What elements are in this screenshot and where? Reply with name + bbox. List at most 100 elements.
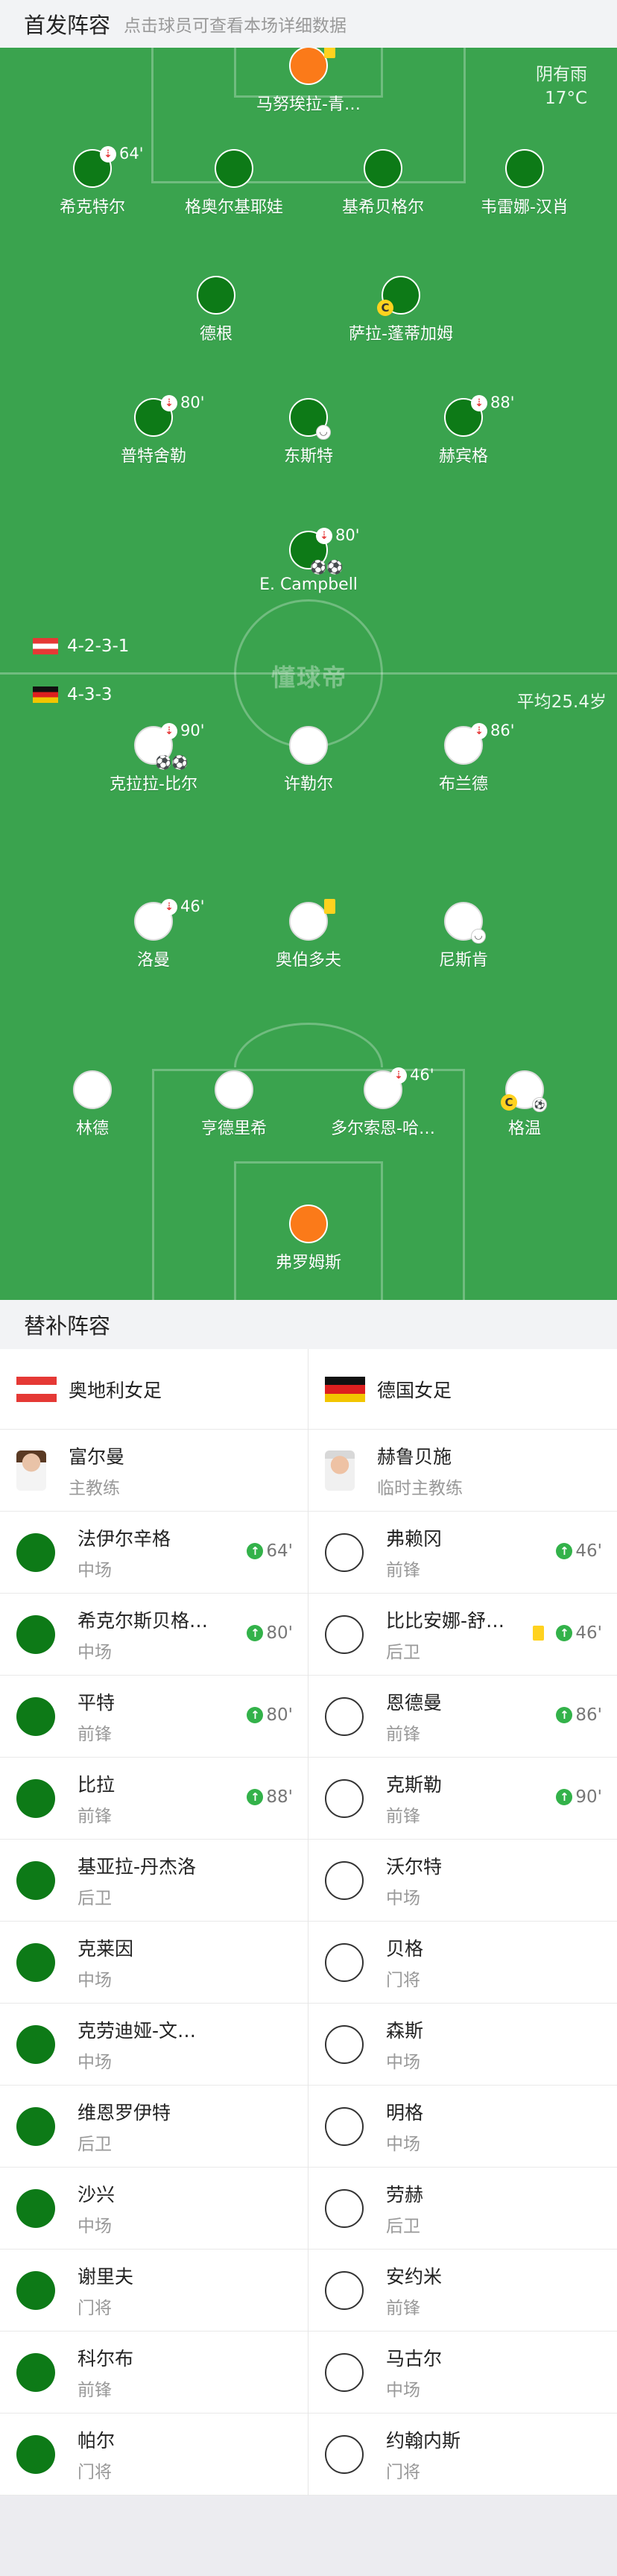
player-shirt-icon: ⇣88': [444, 394, 515, 437]
bench-player-name: 森斯: [386, 2019, 424, 2042]
bench-table: 奥地利女足 富尔曼主教练 法伊尔辛格中场↑64'希克尔斯贝格…中场↑80'平特前…: [0, 1349, 617, 2496]
bench-player-row[interactable]: 法伊尔辛格中场↑64': [0, 1512, 308, 1594]
player-home-lam[interactable]: ⇣80'普特舍勒: [120, 394, 205, 466]
bench-player-position: 前锋: [386, 2298, 420, 2318]
bench-player-position: 中场: [77, 2052, 112, 2072]
bench-player-name: 约翰内斯: [386, 2429, 461, 2452]
bench-player-info: 科尔布前锋: [77, 2344, 133, 2401]
bench-player-name: 克劳迪娅-文…: [77, 2019, 197, 2042]
player-shirt-icon: [16, 2024, 55, 2064]
bench-player-info: 弗赖冈前锋: [386, 1524, 442, 1581]
bench-player-position: 门将: [77, 2462, 112, 2482]
bench-player-row[interactable]: 马古尔中场: [308, 2332, 617, 2414]
player-shirt-icon: [325, 1778, 364, 1818]
player-shirt-icon: [325, 1614, 364, 1654]
bench-player-row[interactable]: 沃尔特中场: [308, 1840, 617, 1922]
bench-player-row[interactable]: 森斯中场: [308, 2004, 617, 2086]
bench-player-name: 克斯勒: [386, 1773, 443, 1796]
bench-player-row[interactable]: 希克尔斯贝格…中场 ↑80': [0, 1594, 308, 1676]
player-away-gk[interactable]: 弗罗姆斯: [234, 1205, 383, 1273]
sub-in-indicator: ↑80': [247, 1623, 293, 1643]
bench-player-position: 门将: [386, 1970, 420, 1990]
bench-player-row[interactable]: 比比安娜-舒…后卫↑46': [308, 1594, 617, 1676]
bench-player-info: 安约米前锋: [386, 2262, 442, 2319]
bench-player-info: 希克尔斯贝格…中场: [77, 1606, 208, 1663]
bench-player-position: 后卫: [77, 2134, 112, 2154]
bench-player-name: 马古尔: [386, 2347, 443, 2370]
player-away-st[interactable]: 许勒尔: [234, 726, 383, 795]
player-home-rb[interactable]: 韦雷娜-汉肖: [450, 149, 599, 218]
sub-in-arrow-icon: ↑: [556, 1543, 573, 1559]
bench-player-name: 贝格: [386, 1937, 424, 1960]
player-shirt-icon: C: [377, 276, 420, 316]
player-shirt-icon: [289, 48, 335, 85]
bench-player-position: 中场: [77, 1642, 112, 1662]
coach-row-home[interactable]: 富尔曼主教练: [0, 1430, 308, 1512]
sub-in-indicator: ↑80': [247, 1705, 293, 1725]
bench-player-name: 劳赫: [386, 2183, 424, 2206]
bench-player-position: 门将: [386, 2462, 420, 2482]
bench-player-row[interactable]: 基亚拉-丹杰洛后卫: [0, 1840, 308, 1922]
player-home-ldm[interactable]: 德根: [142, 276, 291, 344]
home-formation: 4-2-3-1: [33, 637, 129, 656]
bench-title: 替补阵容: [0, 1300, 617, 1349]
player-away-lcb[interactable]: 亨德里希: [159, 1070, 308, 1139]
player-away-lcm[interactable]: ⇣46'洛曼: [79, 897, 228, 970]
coach-role: 主教练: [69, 1478, 120, 1498]
bench-player-row[interactable]: 贝格门将: [308, 1922, 617, 2004]
player-home-lb[interactable]: ⇣64'希克特尔: [59, 145, 144, 217]
player-away-cm[interactable]: 奥伯多夫: [234, 899, 383, 970]
bench-player-row[interactable]: 克莱因中场: [0, 1922, 308, 2004]
bench-player-row[interactable]: 比拉前锋↑88': [0, 1758, 308, 1840]
home-goal-box: [234, 48, 383, 98]
player-home-ram[interactable]: ⇣88'赫宾格: [438, 394, 515, 466]
bench-player-row[interactable]: 科尔布前锋: [0, 2332, 308, 2414]
bench-player-row[interactable]: 沙兴中场: [0, 2168, 308, 2250]
bench-home-column: 奥地利女足 富尔曼主教练 法伊尔辛格中场↑64'希克尔斯贝格…中场↑80'平特前…: [0, 1349, 308, 2496]
player-shirt-icon: [16, 1614, 55, 1654]
bench-player-row[interactable]: 明格中场: [308, 2086, 617, 2168]
bench-player-row[interactable]: 劳赫后卫: [308, 2168, 617, 2250]
player-home-gk[interactable]: 马努埃拉-青…: [234, 48, 383, 115]
bench-player-row[interactable]: 克劳迪娅-文… 中场: [0, 2004, 308, 2086]
bench-player-row[interactable]: 恩德曼前锋↑86': [308, 1676, 617, 1758]
bench-player-info: 沃尔特中场: [386, 1852, 442, 1909]
player-shirt-icon: [325, 1696, 364, 1736]
coach-row-away[interactable]: 赫鲁贝施临时主教练: [308, 1430, 617, 1512]
coach-role: 临时主教练: [377, 1478, 463, 1498]
bench-player-row[interactable]: 弗赖冈前锋↑46': [308, 1512, 617, 1594]
page-footer: [0, 2496, 617, 2575]
bench-player-position: 中场: [77, 2216, 112, 2236]
bench-player-row[interactable]: 安约米前锋: [308, 2250, 617, 2332]
player-away-rcm[interactable]: ◡尼斯肯: [389, 902, 538, 970]
sub-in-indicator: ↑90': [556, 1787, 602, 1807]
player-shirt-icon: [325, 2024, 364, 2064]
sub-in-time: 80': [266, 1705, 293, 1725]
sub-in-arrow-icon: ↑: [556, 1707, 573, 1723]
bench-player-row[interactable]: 帕尔门将: [0, 2414, 308, 2496]
sub-in-arrow-icon: ↑: [556, 1625, 573, 1641]
player-away-rb[interactable]: C⚽格温: [450, 1070, 599, 1139]
player-home-st[interactable]: ⇣80'⚽⚽E. Campbell: [259, 526, 360, 594]
bench-player-info: 明格中场: [386, 2098, 423, 2155]
player-away-lb[interactable]: 林德: [18, 1070, 167, 1139]
bench-player-row[interactable]: 克斯勒前锋↑90': [308, 1758, 617, 1840]
bench-player-row[interactable]: 平特前锋↑80': [0, 1676, 308, 1758]
bench-player-row[interactable]: 谢里夫门将: [0, 2250, 308, 2332]
player-home-cam[interactable]: ◡东斯特: [234, 398, 383, 467]
bench-player-position: 后卫: [77, 1888, 112, 1908]
player-away-rcb[interactable]: ⇣46'多尔索恩-哈…: [331, 1066, 435, 1138]
player-shirt-icon: [16, 1942, 55, 1982]
player-shirt-icon: [325, 2106, 364, 2146]
player-away-lw[interactable]: ⇣90'⚽⚽克拉拉-比尔: [110, 722, 205, 794]
player-home-rcb[interactable]: 基希贝格尔: [308, 149, 458, 218]
player-away-rw[interactable]: ⇣86'布兰德: [438, 722, 515, 794]
bench-player-row[interactable]: 约翰内斯门将: [308, 2414, 617, 2496]
bench-player-row[interactable]: 维恩罗伊特后卫: [0, 2086, 308, 2168]
sub-out-icon: ⇣: [161, 899, 177, 915]
sub-out-icon: ⇣: [100, 146, 116, 162]
player-home-lcb[interactable]: 格奥尔基耶娃: [159, 149, 308, 218]
player-shirt-icon: [325, 1532, 364, 1572]
player-shirt-icon: [16, 1696, 55, 1736]
